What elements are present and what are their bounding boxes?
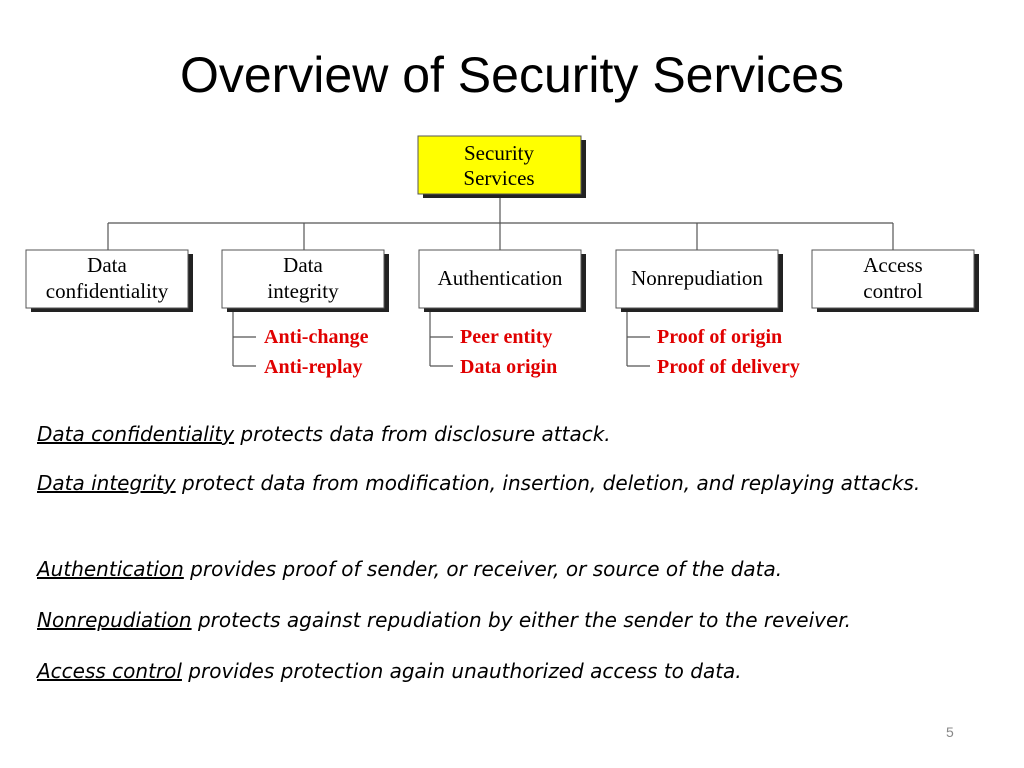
root-label-line-2: Services bbox=[463, 166, 534, 190]
subitem-label: Proof of delivery bbox=[657, 356, 800, 378]
child-label: control bbox=[863, 279, 923, 303]
child-label: Data bbox=[87, 253, 127, 277]
description-text: protects data from disclosure attack. bbox=[234, 422, 611, 446]
child-label: confidentiality bbox=[46, 279, 169, 303]
description-data-integrity: Data integrity protect data from modific… bbox=[37, 467, 977, 499]
child-label: Nonrepudiation bbox=[631, 266, 763, 290]
description-data-confidentiality: Data confidentiality protects data from … bbox=[37, 418, 977, 450]
child-label: Authentication bbox=[438, 266, 563, 290]
child-box-data-integrity bbox=[221, 249, 385, 309]
child-box-data-confidentiality bbox=[25, 249, 189, 309]
description-text: protect data from modification, insertio… bbox=[175, 471, 921, 495]
child-label: Data bbox=[283, 253, 323, 277]
root-box bbox=[417, 135, 582, 195]
slide-title: Overview of Security Services bbox=[179, 47, 845, 103]
description-text: protects against repudiation by either t… bbox=[191, 608, 852, 632]
child-box-access-control bbox=[811, 249, 975, 309]
child-box-nonrepudiation bbox=[615, 249, 779, 309]
description-nonrepudiation: Nonrepudiation protects against repudiat… bbox=[37, 604, 977, 636]
description-term: Nonrepudiation bbox=[37, 608, 192, 632]
description-authentication: Authentication provides proof of sender,… bbox=[37, 553, 977, 585]
subitem-label: Anti-change bbox=[264, 326, 369, 348]
subitem-label: Peer entity bbox=[460, 326, 552, 348]
child-label: Access bbox=[863, 253, 922, 277]
page-number: 5 bbox=[946, 724, 954, 740]
security-services-diagram: Security Services Data confidentiality D… bbox=[25, 135, 979, 378]
child-box-authentication bbox=[418, 249, 582, 309]
description-term: Access control bbox=[37, 659, 182, 683]
description-term: Data integrity bbox=[37, 471, 176, 495]
subitem-label: Data origin bbox=[460, 356, 557, 378]
description-text: provides proof of sender, or receiver, o… bbox=[183, 557, 783, 581]
root-label-line-1: Security bbox=[464, 141, 534, 165]
description-term: Data confidentiality bbox=[37, 422, 235, 446]
child-label: integrity bbox=[267, 279, 339, 303]
description-text: provides protection again unauthorized a… bbox=[181, 659, 742, 683]
description-term: Authentication bbox=[37, 557, 184, 581]
subitem-label: Proof of origin bbox=[657, 326, 782, 348]
description-access-control: Access control provides protection again… bbox=[37, 655, 977, 687]
subitem-label: Anti-replay bbox=[264, 356, 363, 378]
